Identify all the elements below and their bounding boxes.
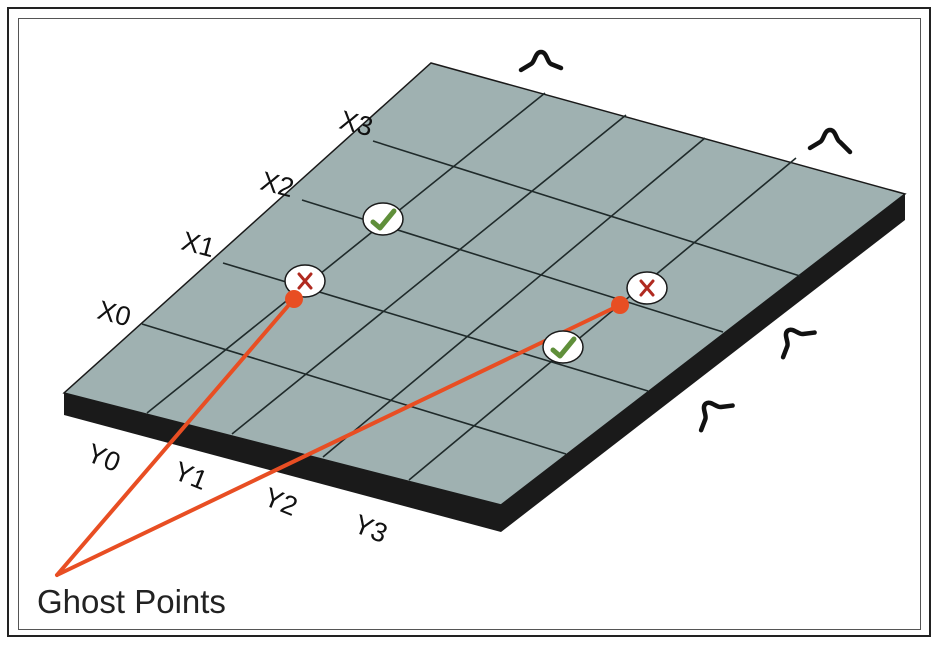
x-mark-icon: [297, 272, 313, 290]
pulse-signal-icon: [698, 400, 735, 433]
y-axis-label: Y3: [350, 509, 392, 549]
ghost-point-dot: [611, 296, 629, 314]
column-line: [322, 137, 706, 458]
ghost-connector-lines: [55, 297, 622, 577]
x-axis-label: X1: [178, 226, 218, 264]
pulse-signal-icon: [807, 127, 853, 155]
pulse-signal-icon: [780, 327, 817, 360]
column-line: [231, 114, 627, 435]
x-axis-label: X0: [94, 295, 134, 333]
y-axis-label: Y2: [260, 482, 302, 522]
real-touch-marker: [362, 202, 404, 236]
column-line: [408, 157, 797, 481]
y-axis-label: Y1: [170, 456, 212, 496]
check-mark-icon: [370, 208, 397, 231]
outer-frame: [7, 7, 931, 637]
ghost-touch-marker: [284, 264, 326, 298]
ghost-connector-line: [55, 303, 622, 577]
grid-columns: [146, 92, 797, 481]
inner-frame: [18, 18, 921, 630]
column-line: [146, 92, 546, 414]
ghost-points-caption: Ghost Points: [37, 583, 226, 620]
panel-right-edge: [501, 194, 905, 532]
panel-front-edge: [64, 393, 501, 532]
x-mark-icon: [639, 279, 655, 297]
touch-panel-surface: [62, 62, 907, 506]
ghost-connector-line: [55, 297, 296, 577]
check-mark-icon: [550, 336, 577, 359]
row-line: [141, 323, 567, 455]
ghost-point-dot: [285, 290, 303, 308]
real-touch-marker: [542, 330, 584, 364]
y-axis-label: Y0: [83, 438, 125, 478]
pulse-signal-icon: [518, 49, 564, 73]
ghost-touch-marker: [626, 271, 668, 305]
row-line: [372, 140, 801, 277]
